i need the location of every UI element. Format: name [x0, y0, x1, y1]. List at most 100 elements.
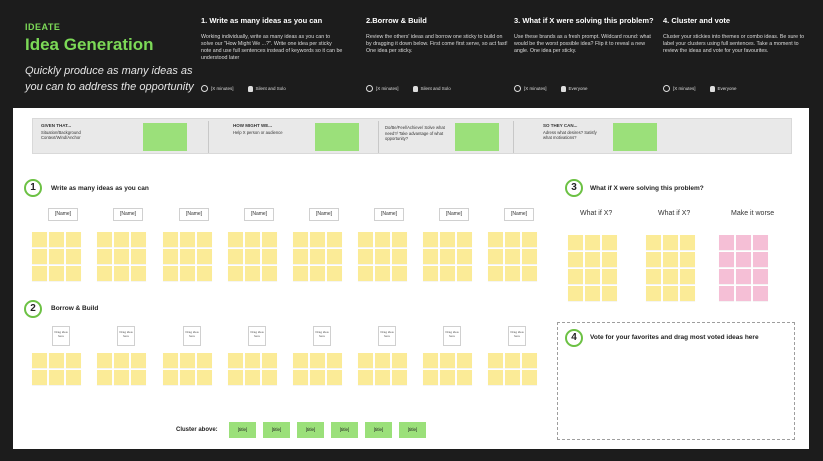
- sticky-note[interactable]: [245, 266, 260, 281]
- sticky-note[interactable]: [646, 286, 661, 301]
- sticky-note[interactable]: [66, 266, 81, 281]
- sticky-note[interactable]: [262, 370, 277, 385]
- sticky-note[interactable]: [753, 286, 768, 301]
- sticky-note[interactable]: [602, 269, 617, 284]
- sticky-note[interactable]: [228, 232, 243, 247]
- sticky-note[interactable]: [488, 266, 503, 281]
- sticky-note[interactable]: [180, 370, 195, 385]
- sticky-note[interactable]: [522, 266, 537, 281]
- sticky-note[interactable]: [32, 249, 47, 264]
- sticky-note[interactable]: [457, 353, 472, 368]
- cluster-title-chip[interactable]: [title]: [263, 422, 290, 438]
- sticky-note[interactable]: [327, 249, 342, 264]
- sticky-note[interactable]: [522, 249, 537, 264]
- sticky-note[interactable]: [753, 235, 768, 250]
- sticky-note[interactable]: [163, 353, 178, 368]
- sticky-note[interactable]: [736, 235, 751, 250]
- sticky-note[interactable]: [97, 249, 112, 264]
- sticky-note[interactable]: [522, 370, 537, 385]
- sticky-note[interactable]: [180, 353, 195, 368]
- sticky-note[interactable]: [719, 235, 734, 250]
- vote-dropzone[interactable]: [557, 322, 795, 440]
- name-label[interactable]: [Name]: [179, 208, 209, 221]
- sticky-note[interactable]: [66, 370, 81, 385]
- name-label[interactable]: [Name]: [48, 208, 78, 221]
- sticky-note[interactable]: [375, 266, 390, 281]
- sticky-note[interactable]: [602, 235, 617, 250]
- sticky-note[interactable]: [310, 266, 325, 281]
- sticky-note[interactable]: [245, 249, 260, 264]
- sticky-note[interactable]: [228, 266, 243, 281]
- sticky-note[interactable]: [49, 249, 64, 264]
- sticky-note[interactable]: [97, 353, 112, 368]
- sticky-note[interactable]: [49, 232, 64, 247]
- sticky-note[interactable]: [392, 249, 407, 264]
- sticky-note[interactable]: [180, 266, 195, 281]
- sticky-note[interactable]: [568, 235, 583, 250]
- sticky-note[interactable]: [392, 232, 407, 247]
- sticky-note[interactable]: [488, 353, 503, 368]
- name-label[interactable]: [Name]: [439, 208, 469, 221]
- sticky-note[interactable]: [440, 232, 455, 247]
- sticky-note[interactable]: [49, 353, 64, 368]
- sticky-note[interactable]: [228, 353, 243, 368]
- sticky-note[interactable]: [66, 232, 81, 247]
- sticky-note[interactable]: [262, 353, 277, 368]
- sticky-note[interactable]: [719, 286, 734, 301]
- sticky-note[interactable]: [736, 286, 751, 301]
- sticky-note[interactable]: [375, 370, 390, 385]
- sticky-note[interactable]: [131, 353, 146, 368]
- sticky-note[interactable]: [505, 266, 520, 281]
- sticky-note[interactable]: [245, 353, 260, 368]
- sticky-note[interactable]: [97, 232, 112, 247]
- sticky-note[interactable]: [114, 353, 129, 368]
- given-that-sticky[interactable]: [143, 123, 187, 151]
- sticky-note[interactable]: [440, 370, 455, 385]
- sticky-note[interactable]: [646, 252, 661, 267]
- sticky-note[interactable]: [375, 232, 390, 247]
- sticky-note[interactable]: [180, 249, 195, 264]
- sticky-note[interactable]: [310, 353, 325, 368]
- sticky-note[interactable]: [423, 353, 438, 368]
- sticky-note[interactable]: [131, 370, 146, 385]
- sticky-note[interactable]: [97, 266, 112, 281]
- sticky-note[interactable]: [505, 232, 520, 247]
- sticky-note[interactable]: [293, 249, 308, 264]
- sticky-note[interactable]: [602, 286, 617, 301]
- sticky-note[interactable]: [375, 353, 390, 368]
- sticky-note[interactable]: [131, 266, 146, 281]
- drag-idea-placeholder[interactable]: Drag idea here: [443, 326, 461, 346]
- sticky-note[interactable]: [488, 370, 503, 385]
- sticky-note[interactable]: [663, 235, 678, 250]
- sticky-note[interactable]: [736, 252, 751, 267]
- cluster-title-chip[interactable]: [title]: [297, 422, 324, 438]
- cluster-title-chip[interactable]: [title]: [331, 422, 358, 438]
- sticky-note[interactable]: [197, 232, 212, 247]
- sticky-note[interactable]: [423, 232, 438, 247]
- sticky-note[interactable]: [49, 266, 64, 281]
- sticky-note[interactable]: [457, 232, 472, 247]
- sticky-note[interactable]: [228, 249, 243, 264]
- drag-idea-placeholder[interactable]: Drag idea here: [378, 326, 396, 346]
- sticky-note[interactable]: [440, 353, 455, 368]
- sticky-note[interactable]: [522, 232, 537, 247]
- sticky-note[interactable]: [457, 249, 472, 264]
- sticky-note[interactable]: [663, 252, 678, 267]
- sticky-note[interactable]: [163, 266, 178, 281]
- sticky-note[interactable]: [293, 266, 308, 281]
- name-label[interactable]: [Name]: [374, 208, 404, 221]
- sticky-note[interactable]: [753, 252, 768, 267]
- sticky-note[interactable]: [32, 353, 47, 368]
- sticky-note[interactable]: [310, 370, 325, 385]
- sticky-note[interactable]: [505, 353, 520, 368]
- sticky-note[interactable]: [488, 232, 503, 247]
- sticky-note[interactable]: [585, 269, 600, 284]
- sticky-note[interactable]: [262, 266, 277, 281]
- sticky-note[interactable]: [262, 232, 277, 247]
- do-be-feel-sticky[interactable]: [455, 123, 499, 151]
- sticky-note[interactable]: [32, 232, 47, 247]
- sticky-note[interactable]: [505, 249, 520, 264]
- sticky-note[interactable]: [358, 232, 373, 247]
- sticky-note[interactable]: [719, 269, 734, 284]
- sticky-note[interactable]: [457, 370, 472, 385]
